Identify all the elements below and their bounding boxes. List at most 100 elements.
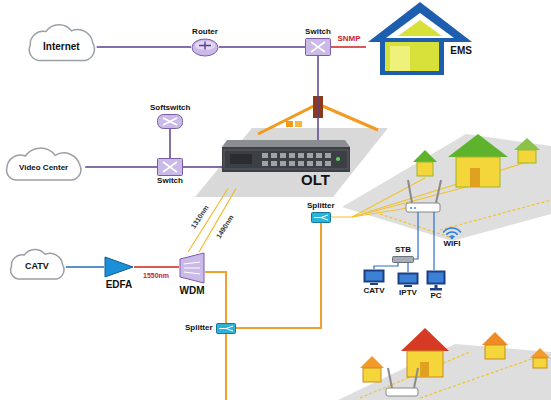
- house-icon-part: [533, 358, 547, 368]
- node-label: EDFA: [106, 279, 133, 290]
- house-icon-part: [482, 332, 508, 345]
- node-label: Switch: [157, 177, 183, 186]
- house-icon-part: [360, 356, 384, 368]
- house-icon: [514, 138, 540, 163]
- olt-window: [286, 121, 293, 127]
- pc-computer: PC: [426, 270, 446, 301]
- network-link: [169, 129, 171, 158]
- olt-chassis-part: [271, 161, 277, 166]
- onu-router: [406, 180, 441, 212]
- olt-chassis-part: [298, 153, 304, 158]
- wifi-symbol-part: [443, 228, 461, 232]
- cloud-shape-part: [11, 249, 64, 279]
- network-link: [219, 46, 305, 48]
- house-icon-part: [363, 368, 381, 382]
- link-label: 1550nm: [143, 272, 169, 280]
- wifi-symbol-part: [446, 232, 457, 235]
- node-label: Softswitch: [150, 104, 190, 113]
- olt-chassis-part: [280, 161, 286, 166]
- house-icon-part: [470, 168, 480, 187]
- house-icon-part: [485, 345, 505, 359]
- pc-symbol-part: [435, 285, 438, 288]
- ems-house-shape-part: [368, 2, 472, 42]
- house-icon-part: [456, 157, 500, 187]
- house-icon: [482, 332, 508, 359]
- ems-house-shape: [366, 0, 474, 76]
- network-link: [236, 223, 321, 328]
- drop-fibers: [331, 162, 551, 238]
- node-label: Switch: [305, 28, 331, 37]
- house-icon: [401, 328, 449, 377]
- splitter-symbol-part: [219, 326, 233, 331]
- tv-symbol-part: [404, 285, 412, 287]
- ems-house-shape-part: [380, 38, 444, 75]
- catv-cloud: CATV: [8, 252, 66, 282]
- home-platform: [342, 134, 551, 241]
- stb-symbol-part: [393, 256, 414, 262]
- tv-symbol-part: [366, 272, 383, 281]
- olt-chassis-part: [325, 161, 331, 166]
- onu-router-part: [386, 388, 418, 396]
- onu-router-part: [410, 207, 412, 209]
- soft-symbol-part: [163, 118, 177, 125]
- olt-chassis-part: [325, 153, 331, 158]
- network-link: [66, 266, 104, 268]
- router-symbol-part: [195, 41, 215, 50]
- node-label: Internet: [43, 41, 80, 52]
- olt-chassis-part: [262, 153, 268, 158]
- network-link: [134, 266, 179, 268]
- tv-symbol-part: [398, 273, 419, 285]
- node-label: Splitter: [185, 324, 213, 333]
- node-label: Video Center: [19, 164, 68, 173]
- node-label: WIFI: [444, 240, 461, 249]
- olt-chassis-part: [307, 161, 313, 166]
- drop-fibers-part: [380, 214, 452, 238]
- edfa-symbol-part: [105, 257, 133, 277]
- internet-cloud: Internet: [26, 28, 97, 64]
- switch-node: Switch: [305, 28, 331, 56]
- ems-house: EMS: [366, 0, 474, 76]
- network-link: [407, 263, 408, 272]
- switch-symbol: [157, 158, 183, 176]
- wifi-symbol: [443, 226, 461, 239]
- house-icon: [530, 348, 550, 368]
- link-label: 1490nm: [215, 214, 235, 240]
- splitter-symbol: [216, 323, 236, 334]
- drop-fibers-part: [360, 352, 470, 398]
- switch-symbol-part: [306, 38, 331, 55]
- olt-chassis-part: [316, 153, 322, 158]
- olt-platform: [195, 128, 388, 197]
- network-link: [205, 272, 226, 323]
- soft-symbol-part: [158, 114, 183, 128]
- node-label: EMS: [450, 45, 472, 56]
- house-icon-part: [413, 150, 437, 162]
- cloud-shape-part: [29, 25, 94, 61]
- switch-symbol: [305, 38, 331, 56]
- olt-chassis-part: [224, 150, 348, 169]
- olt-chassis-part: [271, 153, 277, 158]
- splitter-symbol: [311, 212, 331, 223]
- house-icon-part: [401, 328, 449, 351]
- link-label: SNMP: [338, 35, 361, 44]
- wifi-symbol-part: [451, 237, 454, 240]
- node-label: PC: [430, 292, 441, 301]
- network-link: [183, 166, 222, 168]
- olt-chassis-part: [230, 154, 252, 164]
- edfa-symbol: [104, 256, 134, 278]
- switch-node: Switch: [157, 158, 183, 186]
- olt-chassis: [222, 140, 350, 172]
- wdm-symbol-part: [180, 253, 204, 283]
- wdm-coupler: WDM: [179, 252, 205, 296]
- stb-symbol: [392, 256, 414, 263]
- network-link: [199, 189, 236, 253]
- feeder-fiber: [225, 334, 227, 400]
- house-icon-part: [518, 150, 536, 163]
- tv-symbol-part: [370, 283, 378, 285]
- router-symbol-part: [199, 41, 211, 49]
- switch-symbol-part: [311, 42, 325, 52]
- olt-chassis-part: [336, 157, 340, 161]
- node-label: WDM: [180, 285, 205, 296]
- router-symbol: [191, 38, 219, 57]
- pc-symbol-part: [427, 271, 446, 285]
